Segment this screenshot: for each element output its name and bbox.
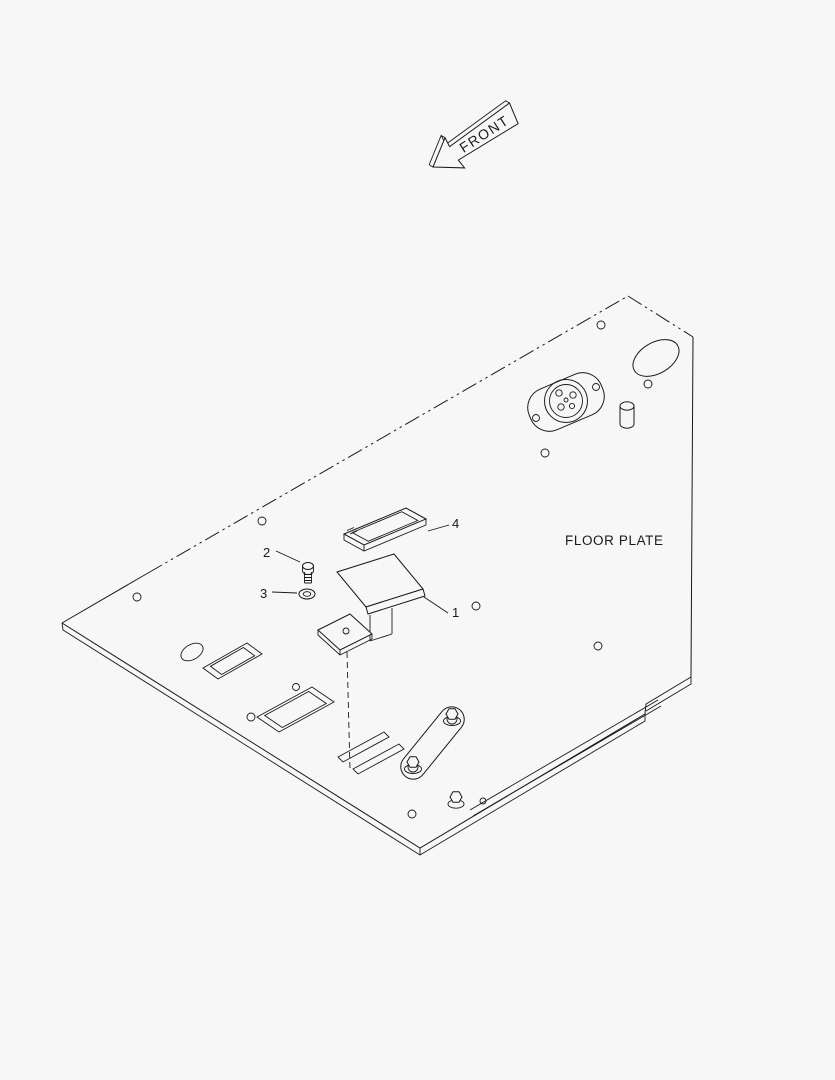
hex-nut-top [445,708,459,720]
front-arrow-fold-lines [428,100,510,168]
callout-2-leader [275,550,301,563]
front-arrow: FRONT [428,100,519,169]
callout-3-leader [271,591,298,594]
flange-fitting [527,372,605,432]
plate-phantom-edge-topleft [147,295,629,574]
hex-nut-bottom [406,756,420,768]
callout-4-label: 4 [452,516,459,531]
callout-1-leader [423,596,449,614]
plate-opening-large [256,686,335,733]
plate-thickness-lines [61,622,692,856]
callout-1-label: 1 [452,605,459,620]
callouts: 4 1 2 3 [260,516,459,620]
pedal-pad-part-4 [342,507,428,552]
floor-plate [61,295,694,856]
link-bar [400,706,465,780]
washer-part-3 [298,588,316,600]
separate-hex-nut [447,791,465,809]
callout-4-leader [427,524,450,532]
plate-edge-right [690,336,694,678]
plate-step-line [469,699,662,817]
front-arrow-outline [432,102,519,169]
callout-3-label: 3 [260,586,267,601]
plate-slots [337,731,405,775]
floor-plate-label: FLOOR PLATE [565,533,664,548]
callout-2-label: 2 [263,545,270,560]
bolt-part-2 [302,562,314,584]
bracket-part-1 [317,553,426,656]
plate-oval-hole-left [180,642,204,662]
front-arrow-label: FRONT [456,112,511,156]
plate-phantom-edge-topright [627,295,694,338]
plate-edge-left-corner [61,572,149,624]
plate-oval-hole-right [632,339,680,377]
dowel-pin [619,401,635,429]
plate-mounting-holes [132,320,653,819]
plate-opening-small [202,642,263,680]
